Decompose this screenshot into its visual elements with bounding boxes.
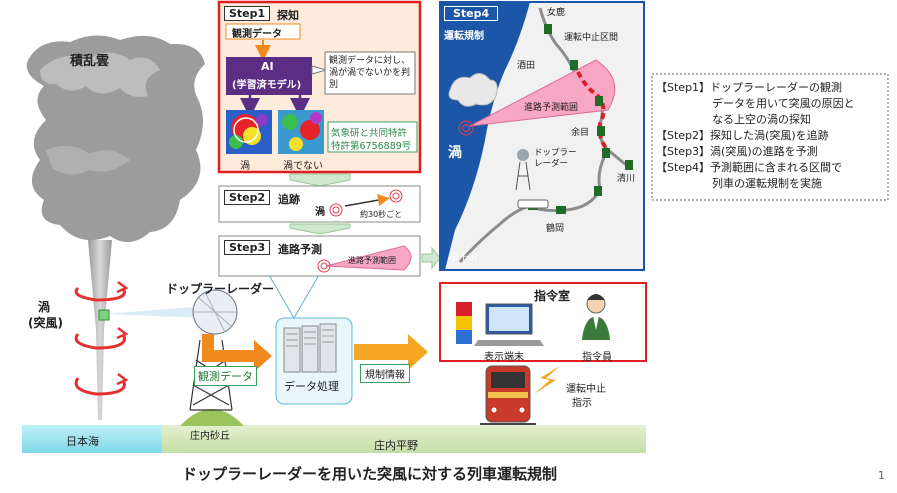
ai-note-box (324, 51, 416, 95)
operator-label: 指令員 (582, 352, 612, 363)
step2-subtitle: 追跡 (278, 193, 300, 206)
station-megane: 女鹿 (547, 8, 566, 18)
command-room-box (439, 282, 647, 362)
vortex-image-label: 渦 (240, 161, 250, 172)
sea-area (440, 2, 530, 270)
signal-light-icon (456, 302, 472, 344)
detected-vortex-marker (98, 309, 110, 321)
data-processing-label: データ処理 (284, 380, 339, 393)
rotation-arrows (74, 281, 129, 396)
summary-line-2: データを用いて突風の原因と (712, 97, 855, 110)
station-kiyokawa: 清川 (617, 174, 636, 184)
ai-label: AI (261, 60, 274, 73)
train-icon (480, 365, 536, 425)
map-train-icon (517, 199, 549, 209)
map-radar-label-1: ドップラー (534, 148, 577, 158)
stop-section (576, 71, 610, 152)
step3-title: Step3 (224, 240, 271, 255)
terminal-icon (474, 303, 544, 346)
station-tsuruoka: 鶴岡 (546, 224, 565, 234)
summary-box (651, 73, 889, 201)
processing-to-command-arrow (354, 334, 428, 370)
station-amarume: 余目 (571, 128, 590, 138)
map-radar-label-2: レーダー (534, 159, 569, 169)
footer-title: ドップラーレーダーを用いた突風に対する列車運転規制 (182, 465, 558, 483)
step1-subtitle: 探知 (277, 9, 299, 22)
map-vortex-icon (458, 120, 474, 136)
summary-line-3: なる上空の渦の探知 (712, 113, 811, 126)
tracking-vortex-icon (329, 189, 403, 217)
obs-data-label: 観測データ (194, 366, 257, 386)
step1-to-step2-arrow (289, 173, 351, 187)
lightning-icon (534, 366, 560, 394)
plain-ground (162, 425, 646, 453)
radar-to-processing-arrow (202, 334, 272, 372)
patent-box (327, 121, 418, 153)
sand-dune (180, 409, 244, 426)
sea-ground (22, 425, 162, 453)
step1-title: Step1 (224, 6, 271, 21)
step3-vortex-icon (317, 259, 331, 273)
step2-to-step3-arrow (289, 223, 351, 235)
operator-icon (582, 294, 610, 340)
step3-subtitle: 進路予測 (278, 243, 322, 256)
non-vortex-image-label: 渦でない (283, 161, 323, 172)
ai-model-label: (学習済モデル) (232, 80, 302, 91)
step2-vortex: 渦 (315, 207, 325, 218)
summary-line-6: 【Step4】予測範囲に含まれる区間で (656, 161, 843, 174)
step4-subtitle: 運転規制 (444, 31, 484, 42)
summary-line-4: 【Step2】探知した渦(突風)を追跡 (656, 129, 829, 142)
patent-line-2: 特許第6756889号 (331, 141, 412, 152)
plain-label: 庄内平野 (374, 439, 418, 452)
map-cloud-icon (448, 73, 498, 107)
step3-to-step4-arrow (421, 246, 441, 270)
terminal-label: 表示端末 (484, 352, 524, 363)
obs-data-box: 観測データ (232, 29, 282, 40)
server-icon (283, 323, 337, 373)
summary-line-7: 列車の運転規制を実施 (712, 177, 822, 190)
step3-range-label: 進路予測範囲 (348, 256, 396, 265)
radar-image-non-vortex (278, 110, 324, 154)
page-number: 1 (878, 469, 885, 482)
sea-label: 日本海 (66, 435, 99, 448)
station-sakata: 酒田 (517, 61, 536, 71)
step4-title: Step4 (444, 6, 499, 21)
dune-label: 庄内砂丘 (190, 431, 230, 442)
control-info-label: 規制情報 (360, 364, 410, 383)
tornado-funnel (88, 240, 112, 420)
stop-section-label: 運転中止区間 (564, 33, 619, 43)
ai-model-box (226, 57, 312, 95)
vortex-label: 渦 (38, 300, 51, 314)
step2-title: Step2 (224, 190, 271, 205)
radar-beam (104, 306, 205, 318)
map-radar-icon (515, 149, 531, 191)
stop-order-line-2: 指示 (572, 398, 592, 409)
radar-label: ドップラーレーダー (166, 282, 275, 296)
command-room-title: 指令室 (534, 289, 571, 303)
radar-image-vortex (226, 110, 272, 154)
stop-order-line-1: 運転中止 (566, 384, 606, 395)
summary-line-1: 【Step1】ドップラーレーダーの観測 (656, 81, 843, 94)
station-isoide: 五十川 (450, 253, 478, 263)
map-vortex-label: 渦 (448, 145, 462, 161)
cloud-label: 積乱雲 (70, 54, 110, 69)
summary-line-5: 【Step3】渦(突風)の進路を予測 (656, 145, 818, 158)
cumulonimbus-cloud (26, 35, 205, 243)
step2-interval: 約30秒ごと (360, 210, 403, 219)
patent-line-1: 気象研と共同特許 (331, 128, 408, 139)
vortex-gust-label: (突風) (28, 316, 63, 330)
ai-note: 観測データに対し、渦が渦でないかを判別 (329, 56, 411, 90)
step3-range-cone (325, 245, 412, 271)
map-range-label: 進路予測範囲 (524, 103, 579, 113)
